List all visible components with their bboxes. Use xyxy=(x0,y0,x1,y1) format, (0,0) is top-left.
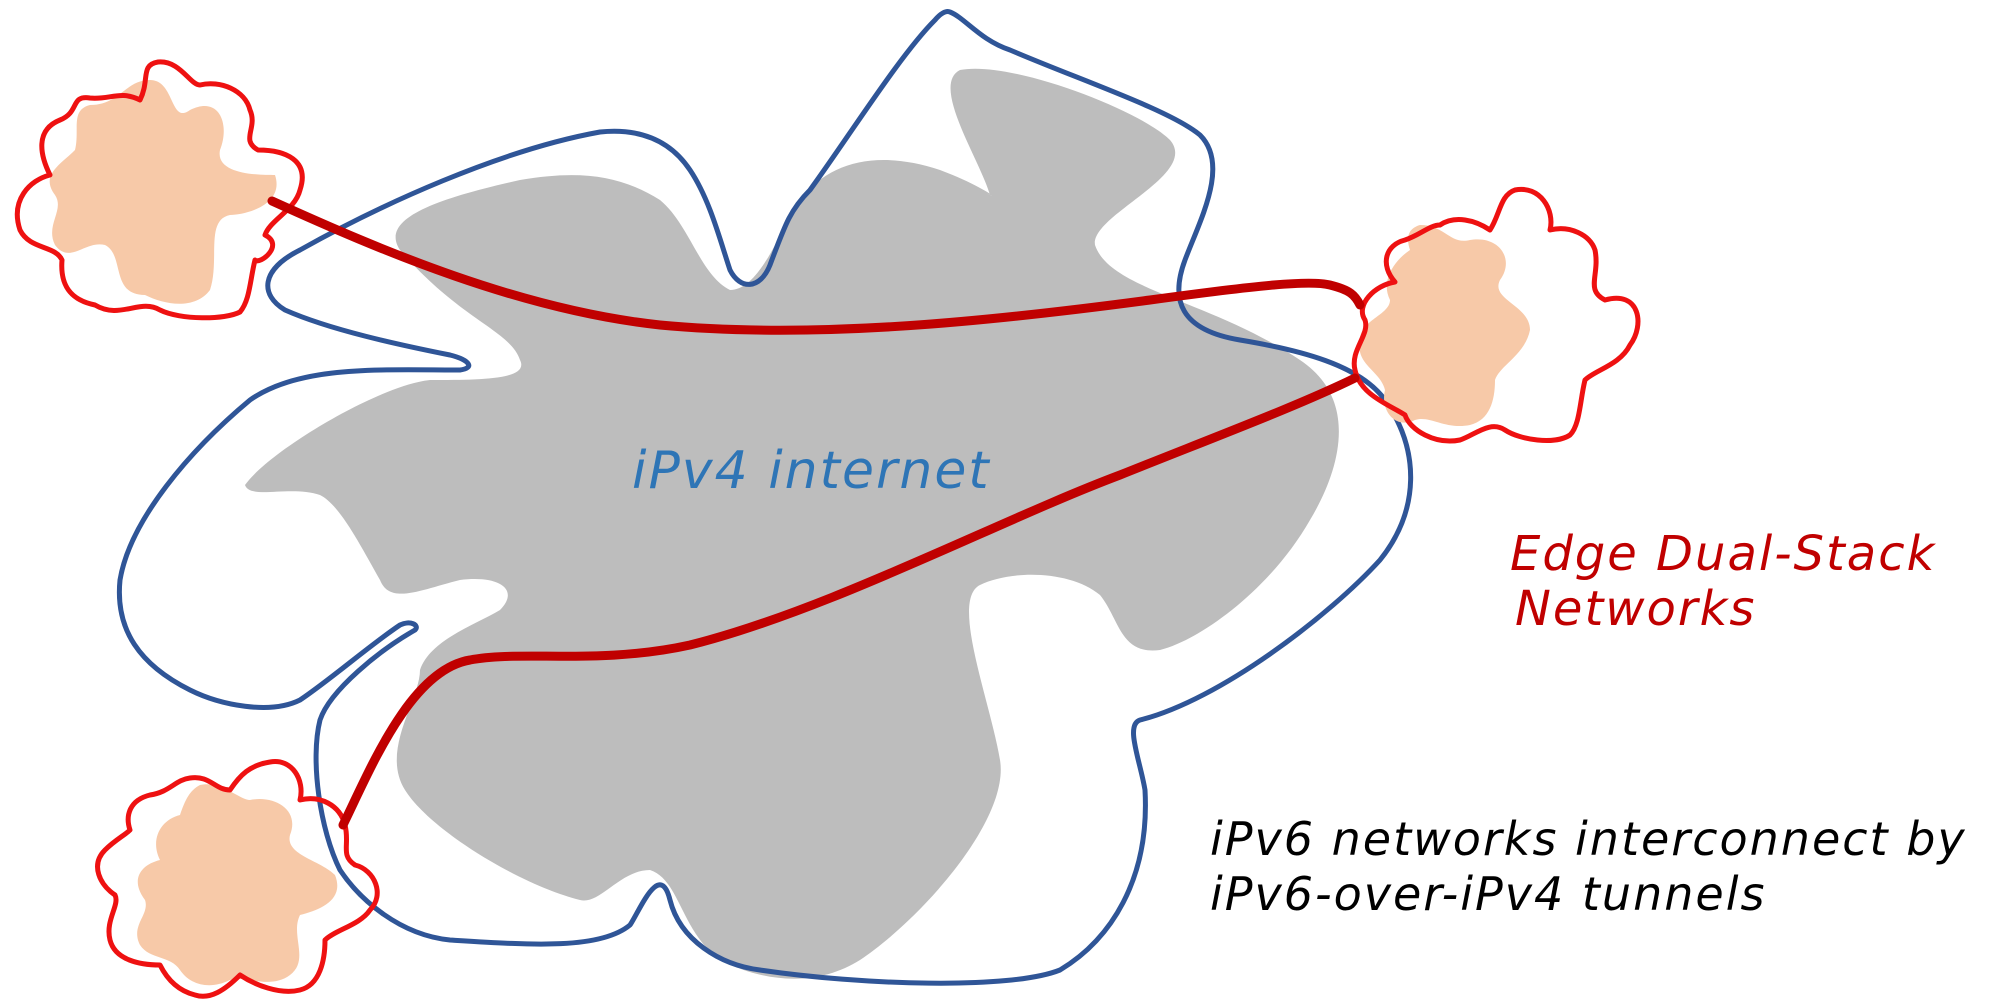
ipv4-cloud-fill xyxy=(245,68,1339,979)
caption-line2: iPv6-over-iPv4 tunnels xyxy=(1210,867,1766,921)
edge-network-outline xyxy=(1351,186,1641,444)
edge-network-right xyxy=(1351,186,1641,444)
edge-network-outline xyxy=(95,759,380,999)
edge-network-fill xyxy=(137,784,338,986)
edge-network-fill xyxy=(1359,225,1530,427)
ipv4-internet-label: iPv4 internet xyxy=(632,441,991,501)
tunnel-top-left-to-right xyxy=(267,196,1365,335)
edge-network-bottom-left xyxy=(95,759,380,999)
edge-network-top-left xyxy=(14,59,305,321)
edge-networks-label-line1: Edge Dual-Stack xyxy=(1510,526,1937,582)
edge-networks-label-line2: Networks xyxy=(1515,581,1756,637)
caption-line1: iPv6 networks interconnect by xyxy=(1210,812,1967,866)
edge-network-fill xyxy=(49,80,277,304)
ipv4-cloud-outline xyxy=(116,9,1414,986)
tunnel-bottom-left-to-right xyxy=(338,373,1360,830)
edge-network-outline xyxy=(14,59,305,321)
